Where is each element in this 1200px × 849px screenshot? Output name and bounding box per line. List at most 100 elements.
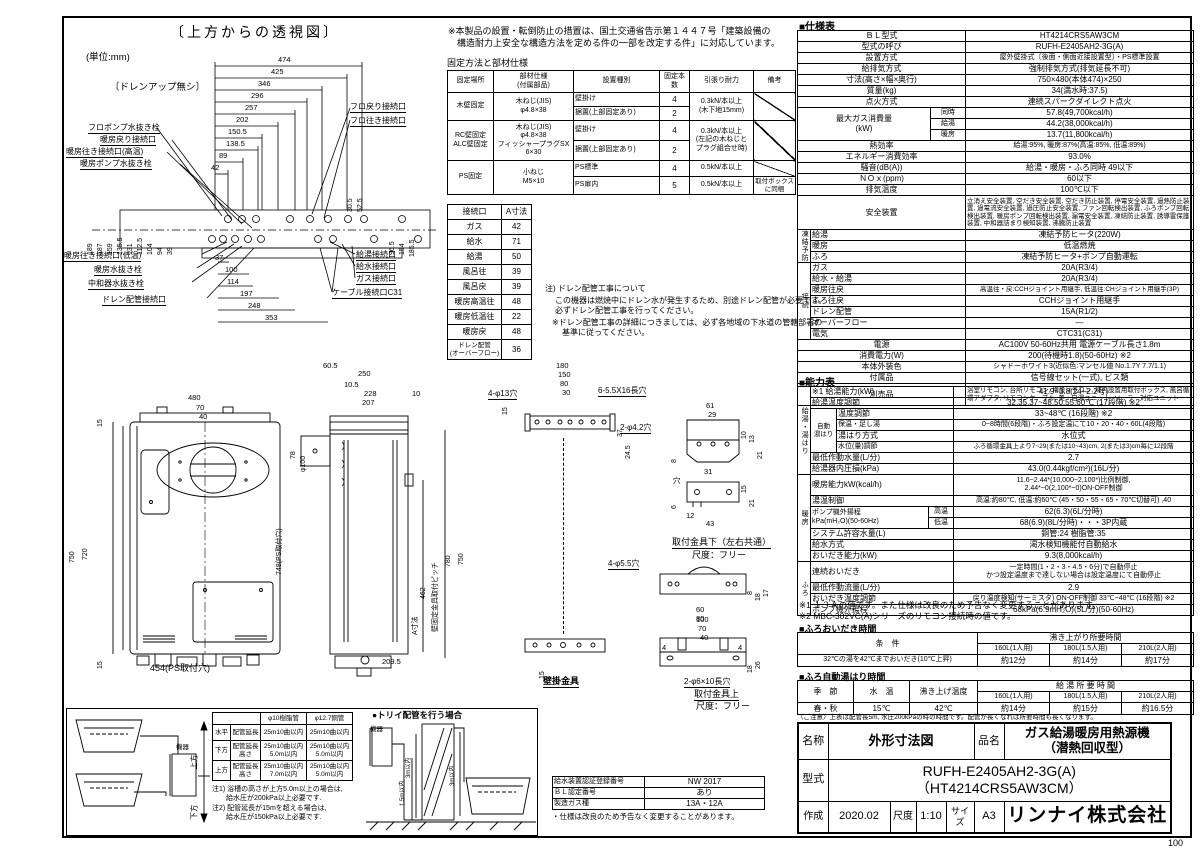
port-h: A寸法 — [501, 204, 532, 220]
yuhari-time-h: 給 湯 所 要 時 間 — [976, 680, 1195, 692]
drain-note-2: この機器は燃焼中にドレン水が発生するため、別途ドレン配管が必要です。 — [555, 296, 827, 305]
spec-value: RUFH-E2405AH2-3G(A) — [965, 41, 1195, 53]
dim: 296 — [251, 91, 264, 100]
bracket-part4-drawing — [659, 637, 747, 667]
port-label: フロ往き接続口 — [350, 116, 406, 127]
port-val: 42 — [501, 219, 532, 235]
oidaki-val: 約14分 — [1049, 654, 1122, 667]
spec-label: 型式の呼び — [796, 41, 967, 53]
dim: 10 — [412, 389, 421, 398]
fixing-h: 部材仕様 (付属部品) — [493, 70, 574, 93]
dim: 474 — [278, 55, 291, 64]
down-label: 下方 — [189, 804, 199, 820]
piping-dir: 上方 — [212, 760, 231, 781]
spec-value: 給湯・暖房・ふろ同時 49以下 — [965, 162, 1195, 174]
wall-bracket-caption: 壁掛金具 — [543, 676, 580, 688]
spec-label: 寸法(高さ×幅×奥行) — [796, 74, 967, 86]
dim: 207 — [362, 398, 375, 407]
yuhari-val: 約14分 — [977, 702, 1050, 715]
spec-value: 凍結予防ヒータ(220W) — [965, 229, 1195, 241]
dim: 353 — [265, 313, 278, 322]
fixing-place: PS固定 — [447, 160, 494, 195]
dim: 750 — [69, 551, 76, 563]
dim: 40 — [700, 633, 709, 642]
bracket-top-drawing — [524, 413, 616, 432]
drain-note-1: 注) ドレン配管工事について — [545, 284, 646, 293]
cap-group: 暖房 — [797, 474, 811, 562]
titleblock-size-label: サイズ — [945, 800, 975, 834]
spec-label: 本体外装色 — [796, 361, 967, 373]
fixing-remark: 取付ボックス に同梱 — [753, 176, 796, 195]
yuhari-table: 季 節水 温沸き上げ温度給 湯 所 要 時 間 160L(1人用)180L(1.… — [797, 680, 1195, 715]
spec-group: 凍結予防 — [797, 229, 811, 263]
spec-label: 騒音(dB(A)) — [796, 162, 967, 174]
cap-sub-group: 自動 湯はり — [810, 408, 837, 453]
fixing-type: 壁掛け — [573, 92, 660, 107]
yuhari-heading: ■ふろ自動湯はり時間 — [799, 672, 886, 682]
port-label: フロ戻り接続口 — [350, 102, 406, 113]
drain-note-5: 基準に従ってください。 — [562, 328, 650, 337]
spec-label: 安全装置 — [796, 195, 967, 230]
spec-sub: 暖房往戻 — [809, 284, 967, 296]
piping-kind: 配管延長 — [230, 724, 261, 741]
fixing-remark-empty — [753, 160, 796, 177]
cap-label: 最低作動流量(L/分) — [809, 582, 955, 594]
dim: 13 — [749, 435, 756, 443]
dim: 250 — [358, 369, 371, 378]
titleblock-date-label: 作成 — [797, 800, 829, 834]
fixing-type: PS扉内 — [573, 176, 660, 195]
dim: 228 — [364, 389, 377, 398]
dim: 61 — [706, 401, 715, 410]
port-label: 暖房往き接続口(高温) — [66, 147, 144, 158]
drawing-name: 外形寸法図 — [827, 722, 975, 760]
spec-value: 信号線セット(一式), ビス類 — [965, 372, 1195, 384]
hole-label: 6-5.5X16長穴 — [598, 386, 647, 397]
cap-value: 41.9~3.8(24~2.2号) — [953, 386, 1195, 398]
port-name: 暖房戻 — [447, 324, 502, 340]
port-name: 給湯 — [447, 249, 502, 265]
port-label: 暖房往き接続口(低温) — [64, 251, 142, 262]
piping-h: φ12.7銅管 — [306, 712, 353, 725]
drainup-note: 〔ドレンアップ無シ〕 — [110, 82, 206, 93]
hole-label: 2-φ6×10長穴 — [684, 677, 731, 688]
yuhari-note: 〈ご注意〉上表は配管長5m, 水圧200kPaの時の時間です。配管が長くなれば所… — [797, 714, 1097, 721]
yuhari-h: 季 節 — [797, 680, 854, 703]
fixing-place: RC壁固定 ALC壁固定 — [447, 120, 494, 161]
corner-number: 100 — [1168, 838, 1184, 848]
fixing-type: 壁掛け — [573, 120, 660, 141]
dim: 26 — [755, 661, 762, 669]
spec-sub: ガス — [809, 262, 967, 274]
fixing-pull: 0.3kN/本以上 (左記の木ねじと プラグ組合せ時) — [689, 120, 754, 161]
dim: 748(PS取付穴) — [276, 528, 283, 575]
dim: A寸法 — [412, 616, 419, 635]
cap-value: 62(6.3)(6L/分時) — [953, 506, 1195, 518]
dim: 70 — [698, 624, 707, 633]
yuhari-val: 15℃ — [853, 702, 910, 715]
bracket-part3-drawing — [659, 566, 747, 595]
dim: 60 — [696, 605, 705, 614]
dim: 43 — [706, 519, 715, 528]
dim: 4 — [738, 643, 743, 652]
dim: 52.5 — [357, 198, 364, 212]
spec-sub: 給湯 — [929, 118, 967, 130]
spec-sub: オーバーフロー — [809, 317, 967, 329]
cap-note-1: ※1 １３Ａの値です。また仕様は改良のため予告なく変更することがあります。 — [799, 600, 1101, 610]
port-label: 暖房ポンプ水抜き栓 — [80, 159, 152, 170]
oidaki-val: 約12分 — [977, 654, 1050, 667]
cap-value: 32,35,37~48,50,55,60℃ (17段階) ※2 — [953, 397, 1195, 409]
dim: 150 — [558, 370, 571, 379]
oidaki-heading: ■ふろおいだき時間 — [799, 624, 877, 634]
fixing-remark-empty — [753, 92, 796, 121]
dim: 8 — [747, 591, 754, 595]
fixing-h: 引張り耐力 — [689, 70, 754, 93]
dim: 60.5 — [323, 361, 338, 370]
title-block: 名称 外形寸法図 品名 ガス給湯暖房用熱源機 （潜熱回収型） 型式 RUFH-E… — [797, 722, 1173, 834]
drawing-scale: 1:10 — [915, 800, 947, 834]
dim: 209.5 — [382, 657, 401, 666]
dim: 21 — [749, 499, 756, 507]
piping-note-2b: 給水圧が150kPa以上必要です. — [226, 814, 322, 821]
spec-value: AC100V 50-60Hz共用 電源ケーブル長さ1.8m — [965, 339, 1195, 351]
port-name: 風呂戻 — [447, 279, 502, 295]
spec-value: CTC31(C31) — [965, 328, 1195, 340]
yuhari-col: 180L(1.5人用) — [1049, 691, 1122, 703]
